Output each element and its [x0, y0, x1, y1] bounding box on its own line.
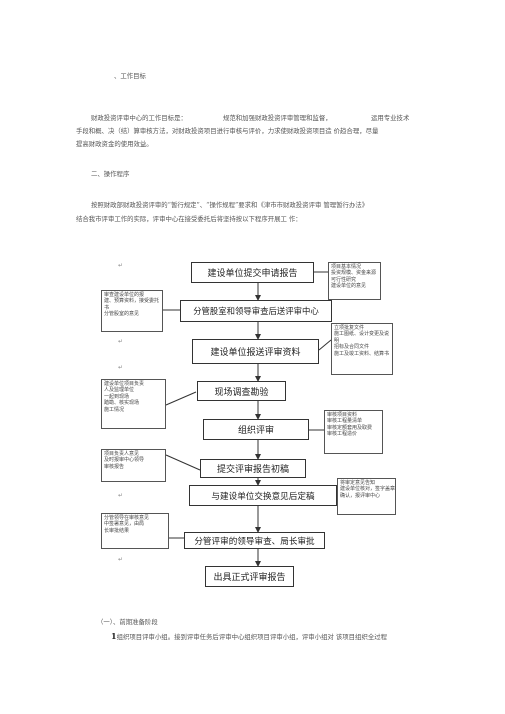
item1-text: 组织项目评审小组。接到评审任务后评审中心组织项目评审小组，评审小组对 该项目组织… — [116, 633, 388, 641]
para2-line2: 结合我市评审工作的实际，评审中心在接受委托后将坚持按以下程序开展工 作： — [76, 215, 302, 223]
right-note-3: 审核项目资料 审核工程量清单 审核定额套用及取费 审核工程造价 — [324, 410, 383, 454]
heading-work-goal: 、工作目标 — [114, 72, 146, 80]
item1-number: 1 — [111, 631, 117, 641]
section-preparation-stage: （一）、前期准备阶段 — [97, 618, 158, 626]
flow-step-3: 建设单位报送评审资料 — [192, 339, 319, 364]
para1-line3: 提高财政资金的使用效益。 — [76, 140, 153, 148]
para1-line1a: 财政投资评审中心的工作目标是： — [91, 114, 187, 122]
return-mark: ↵ — [118, 262, 124, 269]
item1-line: 1组织项目评审小组。接到评审任务后评审中心组织项目评审小组，评审小组对 该项目组… — [111, 632, 387, 642]
right-note-2: 立项批复文件 施工图纸、设计变更及说 明 招标及合同文件 施工及竣工资料、结算书 — [331, 323, 393, 375]
left-note-4: 分管领导在审核意见 中签署意见，由局 长审批结果 — [101, 513, 169, 549]
heading-operation-procedure: 二、操作程序 — [91, 170, 130, 178]
para2-line1: 按照财政部财政投资评审的“暂行规定”、“操作规程”要求和《津市市财政投资评审 管… — [91, 201, 369, 209]
left-note-3: 项目负责人意见 及时报审中心领导 审核报告 — [101, 449, 166, 482]
left-note-2: 建设单位项目负责 人及监理单位 一起到现场 踏勘、核实现场 施工情况 — [101, 379, 166, 429]
return-mark: ↵ — [118, 338, 124, 345]
flow-step-1: 建设单位提交申请报告 — [191, 262, 314, 283]
flow-step-5: 组织评审 — [203, 419, 309, 440]
flow-step-8: 分管评审的领导审查、局长审批 — [184, 532, 325, 549]
return-mark: ↵ — [118, 492, 124, 499]
flow-step-6: 提交评审报告初稿 — [200, 459, 306, 478]
flow-step-9: 出具正式评审报告 — [205, 566, 294, 587]
flow-step-2: 分管股室和领导审查后送评审中心 — [180, 300, 332, 322]
flow-step-4: 现场调查勘验 — [197, 381, 286, 401]
return-mark: ↵ — [118, 556, 124, 563]
return-mark: ↵ — [118, 364, 124, 371]
flow-step-7: 与建设单位交换意见后定稿 — [189, 485, 337, 506]
right-note-4: 将审定意见告知 建设单位核对，签字盖章 确认，报评审中心 — [337, 478, 396, 515]
para1-line1c: 运用专业技术 — [371, 114, 410, 122]
para1-line1b: 规范和加强财政投资评审管理和监督， — [223, 114, 332, 122]
right-note-1: 项目基本情况 投资规模、资金来源 可行性研究 建设单位的意见 — [328, 262, 381, 300]
para1-line2: 手段和概、决（结）算审核方法，对财政投资项目进行审核与评价，力求使财政投资项目造… — [76, 127, 379, 135]
left-note-1: 审查建设单位的报 建、预算资料，接受委托 书 分管股室的意见 — [101, 290, 163, 332]
